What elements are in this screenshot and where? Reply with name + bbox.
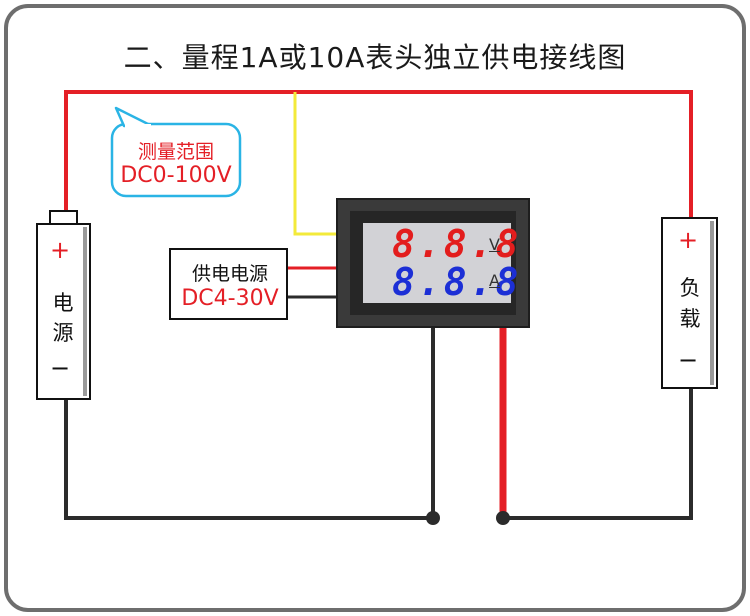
supply-label-text: 供电电源 xyxy=(191,263,268,285)
junction-dot-left xyxy=(426,511,440,525)
load-label-char: 负 xyxy=(679,276,701,300)
battery-symbol xyxy=(36,210,91,400)
range-callout xyxy=(110,106,242,198)
power-supply-box xyxy=(169,248,288,320)
supply-value-text: DC4-30V xyxy=(181,286,279,311)
meter-display xyxy=(363,223,511,303)
current-readout: 8.8.8 xyxy=(392,260,522,304)
panel-meter xyxy=(336,198,530,328)
diagram-title: 二、量程1A或10A表头独立供电接线图 xyxy=(123,41,627,74)
battery-minus-sign: − xyxy=(50,354,71,382)
load-label-char: 载 xyxy=(679,307,701,331)
voltage-sense-wire xyxy=(293,92,337,236)
load-plus-sign: + xyxy=(678,226,699,254)
battery-plus-sign: + xyxy=(50,236,71,264)
battery-label-char: 源 xyxy=(52,321,74,345)
range-label-text: 测量范围 xyxy=(137,141,214,163)
load-minus-sign: − xyxy=(678,346,699,374)
battery-label-char: 电 xyxy=(52,291,74,315)
range-value-text: DC0-100V xyxy=(120,163,232,188)
voltage-readout: 8.8.8 xyxy=(392,222,522,266)
current-unit-label: A xyxy=(489,271,500,290)
voltage-unit-label: V xyxy=(489,235,500,254)
negative-wire xyxy=(64,326,693,520)
load-symbol xyxy=(661,217,718,389)
positive-wire xyxy=(64,90,693,518)
junction-dot-right xyxy=(496,511,510,525)
